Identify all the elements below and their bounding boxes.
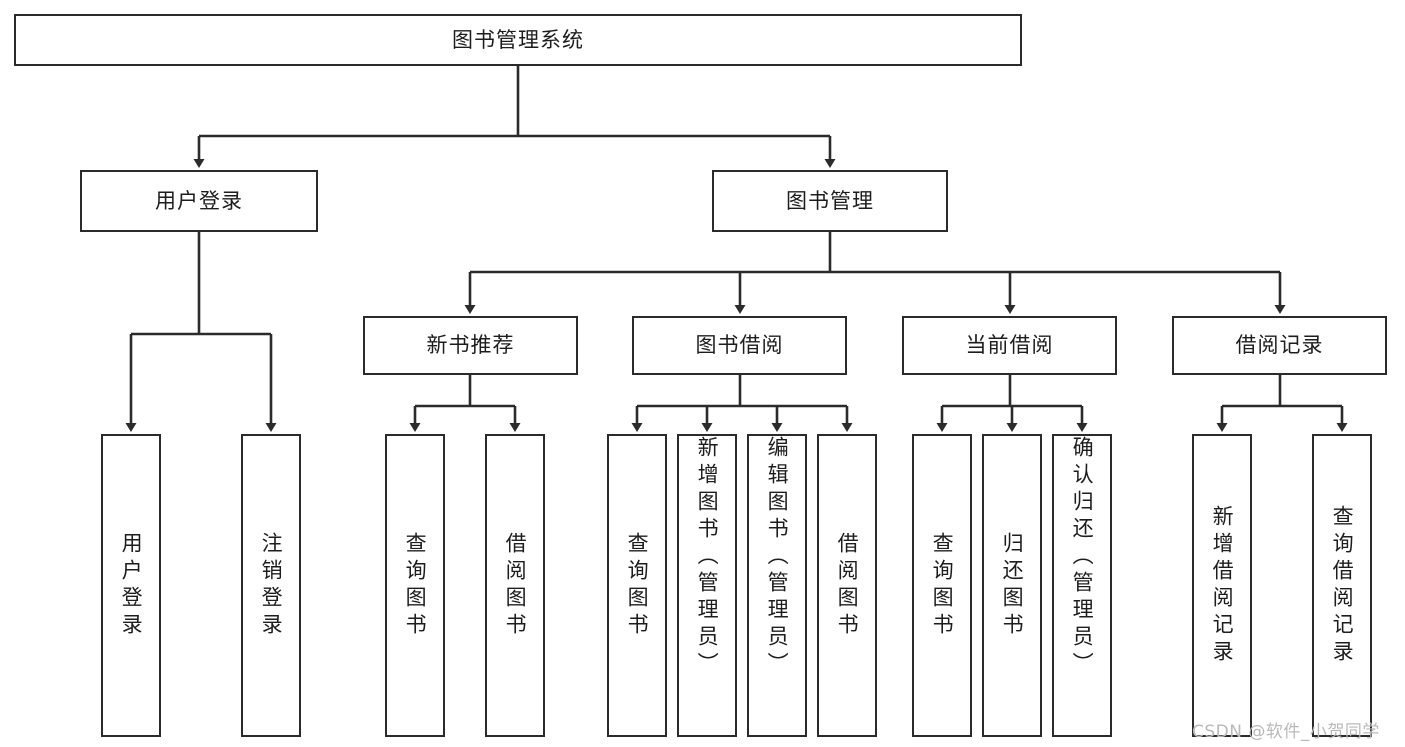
- node-leaf-query-book-2[interactable]: 查询图书: [607, 434, 667, 737]
- node-leaf-add-record-label: 新增借阅记录: [1210, 504, 1235, 667]
- node-leaf-confirm-return-label: 确认归还（管理员）: [1070, 436, 1095, 679]
- node-leaf-edit-book-label: 编辑图书（管理员）: [765, 436, 790, 679]
- node-leaf-query-book-3[interactable]: 查询图书: [912, 434, 972, 737]
- node-leaf-user-login-label: 用户登录: [119, 531, 144, 640]
- node-borrow-record-label: 借阅记录: [1235, 333, 1324, 357]
- node-new-book-rec[interactable]: 新书推荐: [363, 316, 578, 375]
- node-leaf-add-book[interactable]: 新增图书（管理员）: [677, 434, 737, 737]
- node-leaf-logout-login[interactable]: 注销登录: [241, 434, 301, 737]
- csdn-watermark: CSDN @软件_小贺同学: [1192, 722, 1380, 742]
- node-leaf-logout-login-label: 注销登录: [259, 531, 284, 640]
- node-leaf-query-book-3-label: 查询图书: [930, 531, 955, 640]
- node-current-borrow-label: 当前借阅: [965, 333, 1054, 357]
- node-leaf-borrow-book-1[interactable]: 借阅图书: [485, 434, 545, 737]
- node-current-borrow[interactable]: 当前借阅: [902, 316, 1117, 375]
- node-user-login-label: 用户登录: [155, 188, 243, 213]
- node-root[interactable]: 图书管理系统: [14, 14, 1022, 66]
- node-borrow-record[interactable]: 借阅记录: [1172, 316, 1387, 375]
- node-leaf-query-book-1[interactable]: 查询图书: [385, 434, 445, 737]
- node-root-label: 图书管理系统: [452, 27, 584, 52]
- node-leaf-return-book[interactable]: 归还图书: [982, 434, 1042, 737]
- node-leaf-user-login[interactable]: 用户登录: [101, 434, 161, 737]
- node-leaf-borrow-book-1-label: 借阅图书: [503, 531, 528, 640]
- node-leaf-borrow-book-2[interactable]: 借阅图书: [817, 434, 877, 737]
- node-leaf-query-book-2-label: 查询图书: [625, 531, 650, 640]
- node-leaf-query-record[interactable]: 查询借阅记录: [1312, 434, 1372, 737]
- node-leaf-add-record[interactable]: 新增借阅记录: [1192, 434, 1252, 737]
- node-leaf-borrow-book-2-label: 借阅图书: [835, 531, 860, 640]
- node-new-book-rec-label: 新书推荐: [426, 333, 515, 357]
- node-book-manage[interactable]: 图书管理: [712, 170, 948, 232]
- node-user-login[interactable]: 用户登录: [80, 170, 318, 232]
- node-leaf-confirm-return[interactable]: 确认归还（管理员）: [1052, 434, 1112, 737]
- node-book-borrow[interactable]: 图书借阅: [632, 316, 847, 375]
- node-leaf-add-book-label: 新增图书（管理员）: [695, 436, 720, 679]
- node-leaf-return-book-label: 归还图书: [1000, 531, 1025, 640]
- node-leaf-query-book-1-label: 查询图书: [403, 531, 428, 640]
- node-leaf-query-record-label: 查询借阅记录: [1330, 504, 1355, 667]
- node-leaf-edit-book[interactable]: 编辑图书（管理员）: [747, 434, 807, 737]
- node-book-borrow-label: 图书借阅: [695, 333, 784, 357]
- node-book-manage-label: 图书管理: [786, 188, 874, 213]
